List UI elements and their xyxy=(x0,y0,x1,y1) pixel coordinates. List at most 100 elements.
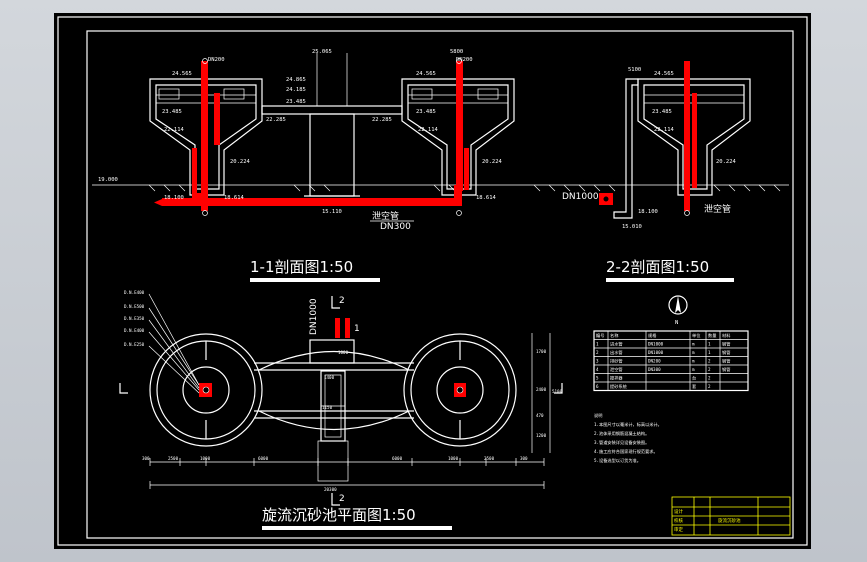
dn200-label-right: DN200 xyxy=(456,57,473,63)
pipe-label: D.N.E250 xyxy=(124,342,145,347)
table-cell: 套 xyxy=(692,383,697,390)
tb-design: 设计 xyxy=(674,508,683,515)
table-header-cell: 单位 xyxy=(692,332,700,339)
table-cell: 提砂系统 xyxy=(610,383,627,390)
dn300-label: DN300 xyxy=(380,222,411,232)
drain-riser xyxy=(454,185,462,206)
table-cell: 钢管 xyxy=(722,358,730,365)
sec2-pipe-end xyxy=(602,195,610,203)
table-header-cell: 名称 xyxy=(610,332,618,339)
pipe-leaders xyxy=(148,293,200,394)
left-tank-inner xyxy=(155,84,257,190)
hatch-d xyxy=(477,88,499,100)
inner-border xyxy=(86,30,794,539)
notes-title: 说明 xyxy=(594,412,602,419)
dim-label: 1400 xyxy=(324,375,335,380)
elev-label: 5800 xyxy=(450,49,463,55)
elev-label: 24.565 xyxy=(416,71,436,77)
plan-inlet-red-b xyxy=(345,318,350,338)
note-line: 5.设备选型以订货为准。 xyxy=(594,457,641,464)
drain-arrow xyxy=(154,199,162,206)
elev-label: 15.110 xyxy=(322,209,342,215)
note-line: 1.本图尺寸以毫米计，标高以米计。 xyxy=(594,421,662,428)
table-cell: 泄空管 xyxy=(610,366,623,373)
plan-baffles xyxy=(205,341,461,439)
plan-left-center xyxy=(202,386,210,394)
hatch-a xyxy=(158,88,180,100)
table-cell: 2 xyxy=(708,359,711,364)
elev-label: 24.865 xyxy=(286,77,306,83)
dim-label: 1000 xyxy=(200,456,211,461)
elev-label: 18.614 xyxy=(476,195,497,201)
elev-label: 18.614 xyxy=(224,195,245,201)
elev-label: 24.565 xyxy=(172,71,192,77)
drain-collector xyxy=(162,198,462,206)
table-cell: 6 xyxy=(596,384,599,389)
table-header-cell: 编号 xyxy=(596,332,604,339)
table-cell: m xyxy=(692,359,695,364)
marker-circle xyxy=(456,210,462,216)
plan-dn1000-label: DN1000 xyxy=(309,298,319,335)
plan-inlet-red-a xyxy=(335,318,340,338)
left-inlet-pipe xyxy=(201,61,208,211)
plan-arc-top xyxy=(258,351,410,371)
table-cell: 钢管 xyxy=(722,341,730,348)
sec2-pipe xyxy=(684,61,690,211)
elev-label: 24.185 xyxy=(286,87,306,93)
table-cell: 钢管 xyxy=(722,349,730,356)
left-tank-outer xyxy=(149,78,263,196)
plan-right-outer xyxy=(403,333,517,447)
plan-title: 旋流沉砂池平面图1:50 xyxy=(262,506,416,524)
title-block: 设计 校核 审定 旋流沉砂池 xyxy=(671,496,791,536)
cut-mark: 2 xyxy=(339,494,345,504)
elev-label: 5100 xyxy=(628,67,641,73)
outer-border xyxy=(57,16,808,546)
dim-label: 2500 xyxy=(168,456,179,461)
table-cell: 1 xyxy=(596,342,599,347)
table-cell: 出水管 xyxy=(610,349,623,356)
table-header-cell: 材料 xyxy=(722,332,731,339)
table-cell: 台 xyxy=(692,375,696,382)
table-cell: 2 xyxy=(708,376,711,381)
elev-label: 22.285 xyxy=(372,117,392,123)
elev-label: 23.485 xyxy=(162,109,182,115)
dim-ticks xyxy=(149,458,545,489)
sec2-dn1000-label: DN1000 xyxy=(562,192,599,202)
elev-label: 20.224 xyxy=(230,159,251,165)
elev-label: 22.114 xyxy=(164,127,185,133)
table-cell: 3 xyxy=(596,359,599,364)
plan-underline xyxy=(262,526,452,530)
drawing-frame: 24.565 24.865 24.185 23.485 23.485 22.11… xyxy=(54,13,811,549)
left-drain-pipe-a xyxy=(192,148,197,198)
sec2-pipe-b xyxy=(692,93,697,188)
sec2-tank-outer xyxy=(637,78,751,196)
table-header-cell: 规格 xyxy=(648,332,657,339)
table-cell: DN300 xyxy=(648,367,661,372)
table-cell: 1 xyxy=(708,350,711,355)
hatch-b xyxy=(223,88,245,100)
table-cell: m xyxy=(692,350,695,355)
table-cell: 2 xyxy=(596,350,599,355)
sec2-riser xyxy=(613,78,639,219)
elev-label: 25.065 xyxy=(312,49,332,55)
table-cell: DN1000 xyxy=(648,350,664,355)
elev-label: 18.100 xyxy=(164,195,184,201)
dim-label: 2400 xyxy=(536,387,547,392)
cut-mark: 1 xyxy=(354,324,360,334)
section-2-2: 24.565 5100 23.485 22.114 20.224 15.010 … xyxy=(562,61,751,282)
dim-label: 1000 xyxy=(338,350,349,355)
pipe-label: D.N.E500 xyxy=(124,304,145,309)
elev-label: 22.285 xyxy=(266,117,286,123)
right-tank-outer xyxy=(401,78,515,196)
tb-approve: 审定 xyxy=(674,526,683,533)
dim-label: 6000 xyxy=(392,456,403,461)
plan-left-outer xyxy=(149,333,263,447)
pipe-label: D.N.E350 xyxy=(124,316,145,321)
right-drain-pipe xyxy=(464,148,469,190)
dim-label: 5100 xyxy=(552,389,563,394)
elev-label: 24.565 xyxy=(654,71,674,77)
pipe-label: D.N.E400 xyxy=(124,328,145,333)
table-frame xyxy=(593,330,749,392)
dim-label: 1150 xyxy=(322,405,333,410)
table-cell: 2 xyxy=(708,384,711,389)
